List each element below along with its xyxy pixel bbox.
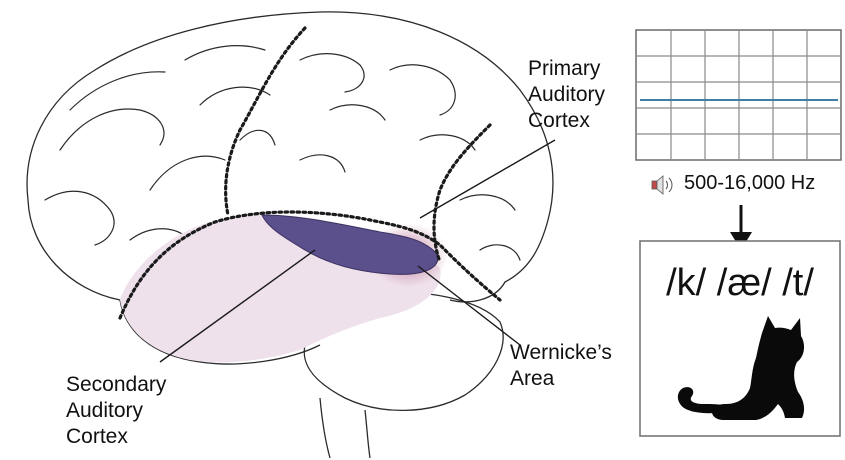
secondary-auditory-cortex-label: Secondary Auditory Cortex (66, 372, 166, 450)
leader-lines (159, 139, 556, 363)
secondary-label-line-1: Secondary (66, 373, 167, 396)
primary-leader-line (419, 139, 556, 219)
wernicke-label-line-1: Wernicke’s (510, 341, 612, 364)
cat-silhouette-icon (677, 316, 805, 420)
primary-label-line-1: Primary (528, 57, 601, 80)
wernicke-label-line-2: Area (510, 367, 555, 390)
lobe-boundaries (118, 26, 502, 320)
primary-label-line-3: Cortex (528, 109, 590, 132)
cerebrum-outline (26, 11, 554, 303)
parietal-occipital-dotted (432, 123, 492, 264)
brainstem-outline (319, 397, 371, 459)
wernicke-leader-line (417, 265, 521, 346)
primary-label-line-2: Auditory (528, 83, 606, 106)
primary-auditory-cortex-region (261, 214, 439, 275)
wernickes-area-label: Wernicke’s Area (510, 340, 612, 392)
central-sulcus-dotted (224, 26, 307, 217)
sylvian-fissure-dotted (118, 210, 502, 320)
waveform-panel (635, 29, 842, 161)
secondary-leader-line (159, 249, 316, 363)
primary-auditory-cortex-label: Primary Auditory Cortex (528, 56, 605, 134)
secondary-label-line-3: Cortex (66, 425, 128, 448)
secondary-label-line-2: Auditory (66, 399, 144, 422)
speaker-icon (651, 175, 673, 195)
phoneme-transcription: /k/ /æ/ /t/ (666, 262, 814, 304)
audio-waveform (639, 48, 839, 160)
frequency-range-label: 500-16,000 Hz (684, 172, 816, 194)
